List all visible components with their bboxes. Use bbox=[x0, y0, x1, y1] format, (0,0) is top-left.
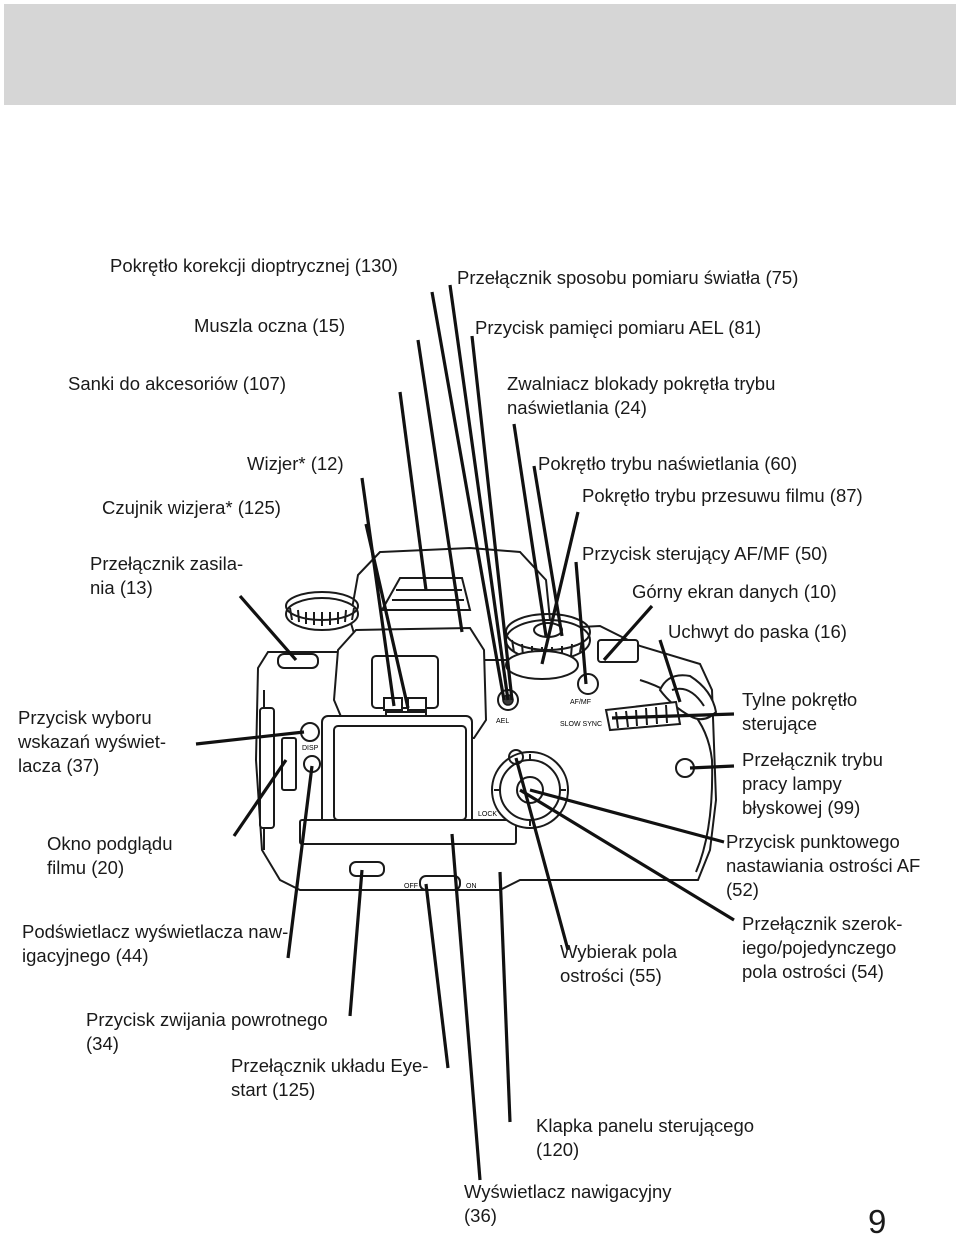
leader-lines bbox=[195, 284, 735, 1181]
leader-strap bbox=[658, 639, 682, 703]
label-eyecup: Muszla oczna (15) bbox=[194, 315, 346, 336]
label-nav-display: Wyświetlacz nawigacyjny (36) bbox=[464, 1181, 672, 1226]
eyestart-switch bbox=[349, 861, 385, 877]
header-band bbox=[4, 4, 956, 105]
leader-nav-backlight bbox=[286, 765, 314, 959]
label-power-switch: Przełącznik zasila- nia (13) bbox=[90, 553, 244, 598]
label-diopter-dial: Pokrętło korekcji dioptrycznej (130) bbox=[110, 255, 398, 276]
leader-rewind bbox=[348, 869, 364, 1017]
leader-rear-dial bbox=[611, 712, 735, 720]
leader-nav-display bbox=[450, 833, 482, 1181]
marking-lock: LOCK bbox=[478, 811, 497, 818]
label-rear-dial: Tylne pokrętło sterujące bbox=[742, 689, 858, 734]
power-switch bbox=[277, 653, 319, 669]
leader-shoe bbox=[398, 391, 428, 591]
rear-lcd bbox=[281, 715, 517, 845]
leader-eyestart bbox=[424, 883, 450, 1069]
label-accessory-shoe: Sanki do akcesoriów (107) bbox=[68, 373, 286, 394]
drive-dial bbox=[505, 650, 579, 680]
leader-top-display bbox=[602, 604, 654, 662]
marking-ael: AEL bbox=[496, 718, 509, 725]
label-focus-area-selector: Wybierak pola ostrości (55) bbox=[560, 941, 678, 986]
leader-eyecup bbox=[416, 339, 464, 633]
marking-off: OFF bbox=[404, 883, 418, 890]
bottom-switch bbox=[419, 875, 461, 891]
leader-metering bbox=[430, 291, 506, 701]
af-mf-button bbox=[577, 673, 599, 695]
accessory-shoe bbox=[380, 577, 472, 611]
leader-flash bbox=[689, 764, 735, 770]
marking-on: ON bbox=[466, 883, 477, 890]
leader-display-btn bbox=[195, 730, 305, 746]
label-eyestart-switch: Przełącznik układu Eye- start (125) bbox=[231, 1055, 429, 1100]
leader-mode-dial bbox=[532, 465, 564, 637]
leader-viewfinder bbox=[360, 477, 396, 707]
label-top-display: Górny ekran danych (10) bbox=[632, 581, 837, 602]
label-film-window: Okno podglądu filmu (20) bbox=[47, 833, 173, 878]
marking-slow-sync: SLOW SYNC bbox=[560, 721, 602, 728]
leader-power bbox=[238, 594, 298, 662]
label-drive-dial: Pokrętło trybu przesuwu filmu (87) bbox=[582, 485, 863, 506]
label-mode-dial: Pokrętło trybu naświetlania (60) bbox=[538, 453, 798, 474]
marking-af-mf: AF/MF bbox=[570, 699, 591, 706]
leader-control-door bbox=[498, 871, 512, 1123]
label-rewind-button: Przycisk zwijania powrotnego (34) bbox=[86, 1009, 328, 1054]
marking-disp: DISP bbox=[302, 745, 319, 752]
label-ael-button: Przycisk pamięci pomiaru AEL (81) bbox=[475, 317, 762, 338]
leader-ael bbox=[470, 335, 514, 701]
diopter-dial bbox=[277, 591, 359, 669]
label-metering-switch: Przełącznik sposobu pomiaru światła (75) bbox=[457, 267, 799, 288]
leader-drive-dial bbox=[540, 511, 580, 665]
leader-af-mf bbox=[574, 561, 588, 685]
label-mode-dial-lock: Zwalniacz blokady pokrętła trybu naświet… bbox=[507, 373, 776, 418]
leader-diopter bbox=[448, 284, 510, 701]
label-display-button: Przycisk wyboru wskazań wyświet- lacza (… bbox=[18, 707, 167, 776]
leader-focus-selector bbox=[514, 757, 570, 951]
label-flash-mode-switch: Przełącznik trybu pracy lampy błyskowej … bbox=[742, 749, 883, 818]
leader-film-window bbox=[232, 759, 288, 837]
label-spot-af-button: Przycisk punktowego nastawiania ostrości… bbox=[726, 831, 921, 900]
label-viewfinder: Wizjer* (12) bbox=[247, 453, 344, 474]
label-af-mf-button: Przycisk sterujący AF/MF (50) bbox=[582, 543, 828, 564]
label-strap-eyelet: Uchwyt do paska (16) bbox=[668, 621, 847, 642]
label-wide-focus-switch: Przełącznik szerok- iego/pojedynczego po… bbox=[742, 913, 903, 982]
focus-area-selector bbox=[491, 749, 569, 829]
label-eyepiece-sensor: Czujnik wizjera* (125) bbox=[102, 497, 281, 518]
prism-housing bbox=[332, 546, 554, 739]
label-control-panel-door: Klapka panelu sterującego (120) bbox=[536, 1115, 755, 1160]
leader-eyepiece-sensor bbox=[364, 523, 410, 709]
leader-wide-focus bbox=[519, 788, 735, 922]
leader-mode-lock bbox=[512, 423, 548, 637]
page-number: 9 bbox=[868, 1203, 887, 1240]
label-nav-backlight: Podświetlacz wyświetlacza naw- igacyjneg… bbox=[22, 921, 289, 966]
leader-spot-af bbox=[529, 788, 725, 844]
